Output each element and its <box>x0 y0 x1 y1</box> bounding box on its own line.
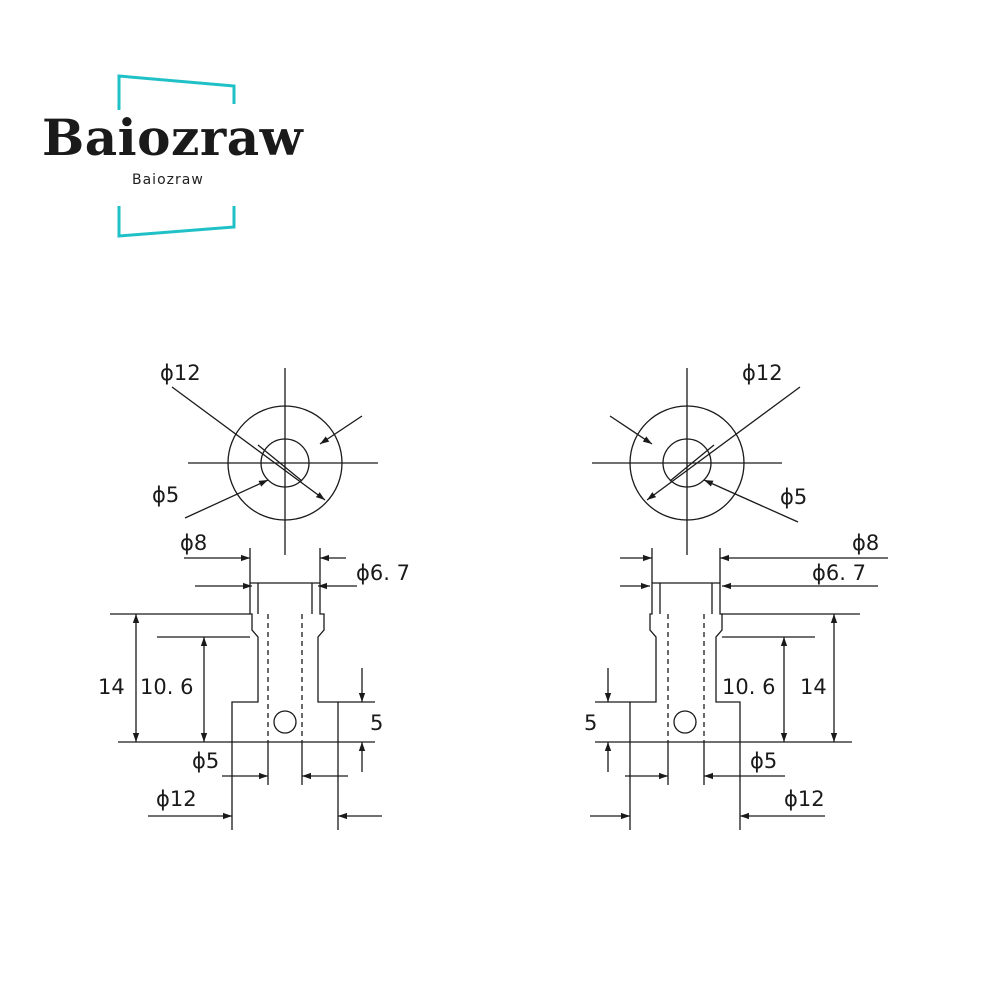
left-label-base-diameter: ϕ12 <box>156 787 197 811</box>
logo-frame-bottom <box>117 206 236 238</box>
left-top-view <box>171 368 378 555</box>
right-part-outline <box>629 548 741 743</box>
right-label-outer-diameter: ϕ12 <box>742 361 783 385</box>
left-label-groove-diameter: ϕ6. 7 <box>356 561 410 585</box>
left-outer-diam-leader-b <box>319 415 363 445</box>
left-label-outer-diameter: ϕ12 <box>160 361 201 385</box>
left-label-hole-height: 5 <box>370 711 383 735</box>
right-label-total-height: 14 <box>800 675 827 699</box>
logo-frame-top <box>117 74 236 110</box>
right-label-hole-diameter: ϕ5 <box>750 749 777 773</box>
right-top-view <box>592 368 801 555</box>
right-view <box>590 368 888 830</box>
brand-name: Baiozraw <box>42 108 304 167</box>
left-label-inner-diameter: ϕ5 <box>152 483 179 507</box>
right-label-collar-diameter: ϕ8 <box>852 531 879 555</box>
left-label-collar-diameter: ϕ8 <box>180 531 207 555</box>
left-dimensions <box>110 554 382 830</box>
right-label-groove-diameter: ϕ6. 7 <box>812 561 866 585</box>
left-labels: ϕ12 ϕ5 ϕ8 ϕ6. 7 14 10. 6 5 ϕ5 ϕ12 <box>98 361 410 811</box>
right-label-inner-diameter: ϕ5 <box>780 485 807 509</box>
right-outer-diam-leader-a <box>646 386 801 501</box>
right-inner-diam-leader-b <box>669 444 715 482</box>
left-label-total-height: 14 <box>98 675 125 699</box>
right-labels: ϕ12 ϕ5 ϕ8 ϕ6. 7 14 10. 6 5 ϕ5 ϕ12 <box>584 361 879 811</box>
left-view <box>110 368 382 830</box>
left-inner-diam-leader-a <box>184 479 269 519</box>
brand-logo: Baiozraw Baiozraw <box>0 0 340 250</box>
right-label-base-diameter: ϕ12 <box>784 787 825 811</box>
left-side-profile <box>231 548 339 743</box>
left-label-body-height: 10. 6 <box>140 675 193 699</box>
logo-frame <box>117 74 236 238</box>
left-label-hole-diameter: ϕ5 <box>192 749 219 773</box>
right-dimensions <box>590 554 888 830</box>
left-outer-diam-leader-a <box>171 386 326 501</box>
right-label-body-height: 10. 6 <box>722 675 775 699</box>
brand-tagline: Baiozraw <box>132 172 204 188</box>
right-cross-hole <box>673 710 697 734</box>
right-side-profile <box>629 548 741 743</box>
left-part-outline <box>231 548 339 743</box>
right-inner-diam-leader-a <box>703 479 799 523</box>
left-inner-diam-leader-b <box>257 444 303 482</box>
left-cross-hole <box>273 710 297 734</box>
right-outer-diam-leader-b <box>609 415 653 445</box>
right-label-hole-height: 5 <box>584 711 597 735</box>
